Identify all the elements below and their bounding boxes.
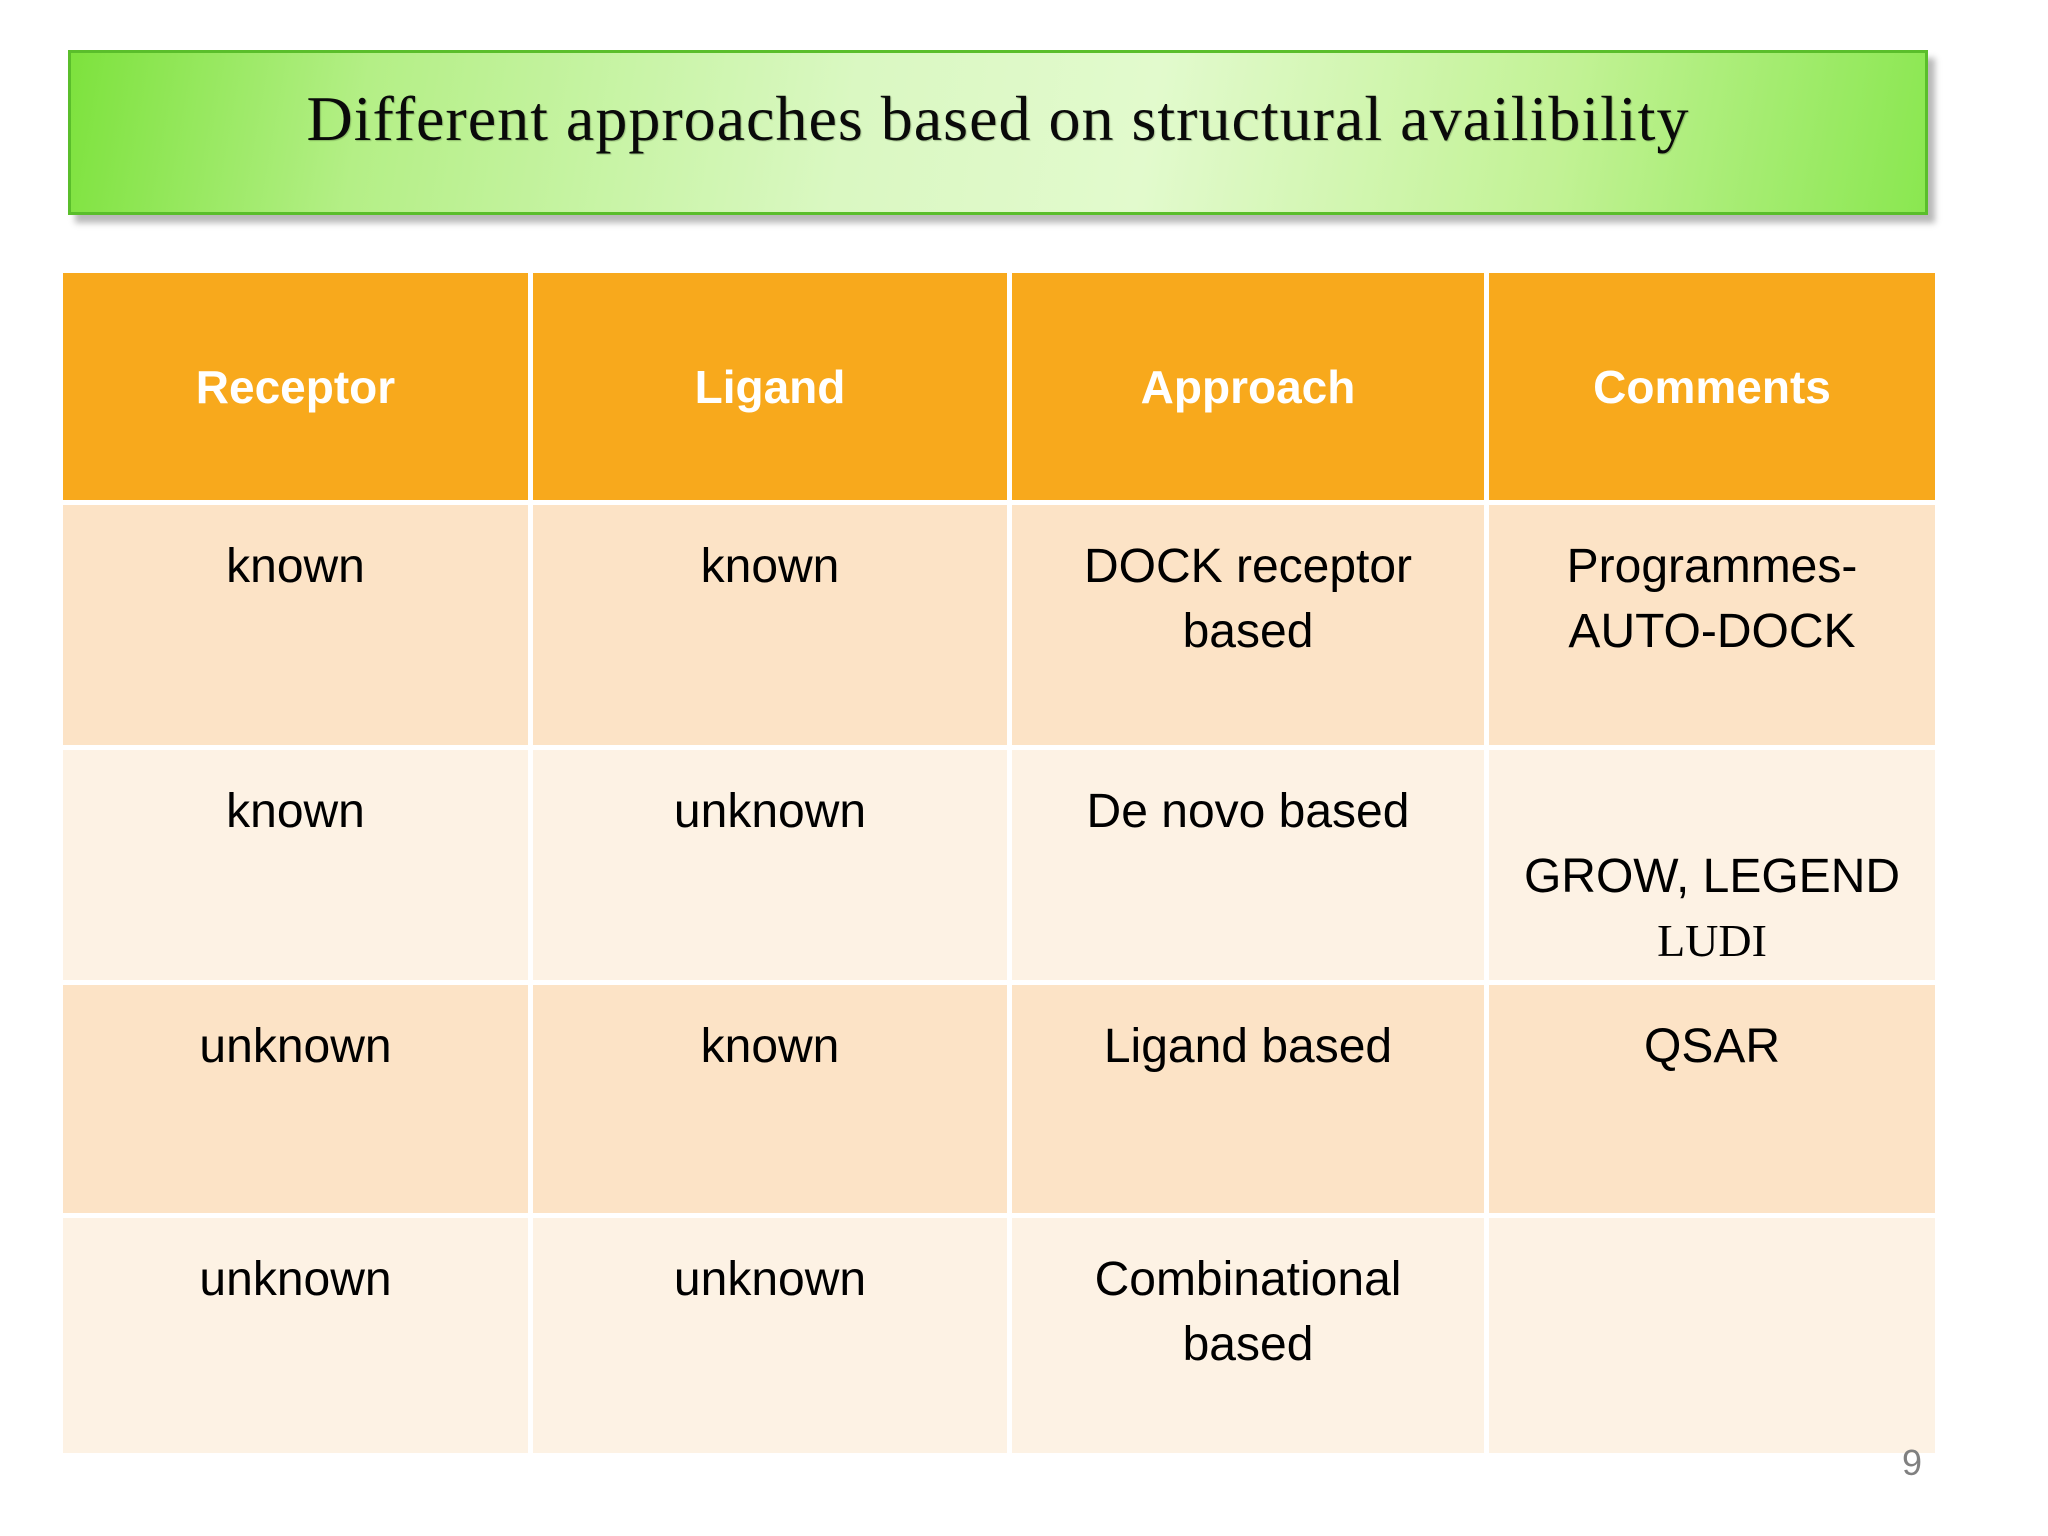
cell-row1-receptor: known [63, 505, 528, 745]
cell-row2-comments: GROW, LEGEND LUDI [1489, 750, 1935, 980]
cell-row1-comments: Programmes- AUTO-DOCK [1489, 505, 1935, 745]
cell-row3-receptor: unknown [63, 985, 528, 1213]
comments-line1: GROW, LEGEND [1523, 849, 1901, 903]
column-header-receptor: Receptor [63, 273, 528, 500]
column-header-label: Receptor [195, 360, 396, 413]
cell-row3-approach: Ligand based [1012, 985, 1484, 1213]
column-header-label: Approach [1140, 360, 1356, 413]
cell-row1-approach: DOCK receptor based [1012, 505, 1484, 745]
cell-row3-comments: QSAR [1489, 985, 1935, 1213]
comments-line2: LUDI [1657, 914, 1767, 966]
cell-row4-ligand: unknown [533, 1218, 1007, 1453]
cell-row2-ligand: unknown [533, 750, 1007, 980]
slide-title: Different approaches based on structural… [306, 82, 1690, 154]
cell-row2-receptor: known [63, 750, 528, 980]
cell-row4-approach: Combinational based [1012, 1218, 1484, 1453]
cell-row1-ligand: known [533, 505, 1007, 745]
approaches-table: Receptor Ligand Approach Comments known … [63, 273, 1935, 1453]
cell-row4-receptor: unknown [63, 1218, 528, 1453]
column-header-label: Ligand [694, 360, 846, 413]
cell-row3-ligand: known [533, 985, 1007, 1213]
column-header-label: Comments [1593, 360, 1831, 413]
cell-row2-approach: De novo based [1012, 750, 1484, 980]
cell-row4-comments [1489, 1218, 1935, 1453]
column-header-ligand: Ligand [533, 273, 1007, 500]
page-number: 9 [1902, 1442, 1923, 1483]
column-header-comments: Comments [1489, 273, 1935, 500]
title-banner: Different approaches based on structural… [68, 50, 1928, 215]
column-header-approach: Approach [1012, 273, 1484, 500]
